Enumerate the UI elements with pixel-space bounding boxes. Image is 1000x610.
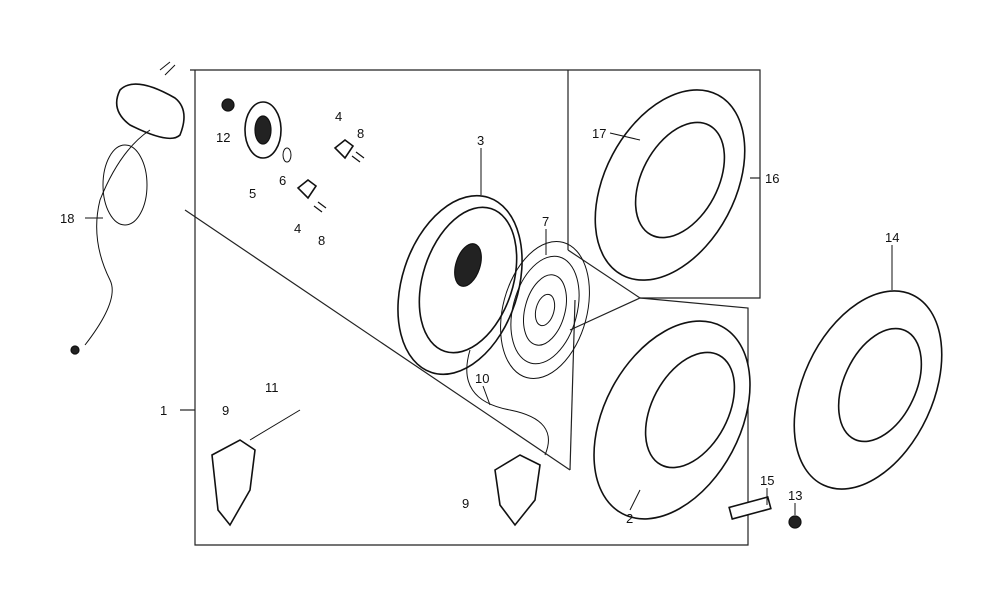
- starter-case-2: [593, 320, 751, 520]
- callout-9a: 9: [222, 403, 229, 418]
- small-parts: [221, 98, 365, 213]
- assembly-frame: [180, 69, 761, 546]
- callout-4a: 4: [335, 109, 342, 124]
- callout-8a: 8: [357, 126, 364, 141]
- callout-2: 2: [626, 511, 633, 526]
- starter-case-14: [793, 290, 943, 490]
- callout-14: 14: [885, 230, 899, 245]
- callout-9b: 9: [462, 496, 469, 511]
- callout-16: 16: [765, 171, 779, 186]
- callout-8b: 8: [318, 233, 325, 248]
- callout-4b: 4: [294, 221, 301, 236]
- callout-12: 12: [216, 130, 230, 145]
- ratchet-pawls: [211, 409, 541, 527]
- callout-3: 3: [477, 133, 484, 148]
- callout-13: 13: [788, 488, 802, 503]
- callout-11: 11: [265, 380, 279, 395]
- leader-lines: [85, 132, 893, 515]
- starter-grip-rope: [70, 61, 185, 355]
- callout-15: 15: [760, 473, 774, 488]
- callouts: 1 2 3 4 4 5 6 7 8 8 9 9 10 11 12 13 14 1…: [60, 109, 899, 526]
- callout-18: 18: [60, 211, 74, 226]
- callout-5: 5: [249, 186, 256, 201]
- starter-rope: [466, 349, 549, 456]
- starter-case-16: [594, 89, 746, 281]
- callout-7: 7: [542, 214, 549, 229]
- recoil-reel: [397, 194, 523, 376]
- callout-6: 6: [279, 173, 286, 188]
- bolts: [728, 496, 802, 529]
- callout-10: 10: [475, 371, 489, 386]
- callout-17: 17: [592, 126, 606, 141]
- recoil-spring: [500, 241, 590, 379]
- callout-1: 1: [160, 403, 167, 418]
